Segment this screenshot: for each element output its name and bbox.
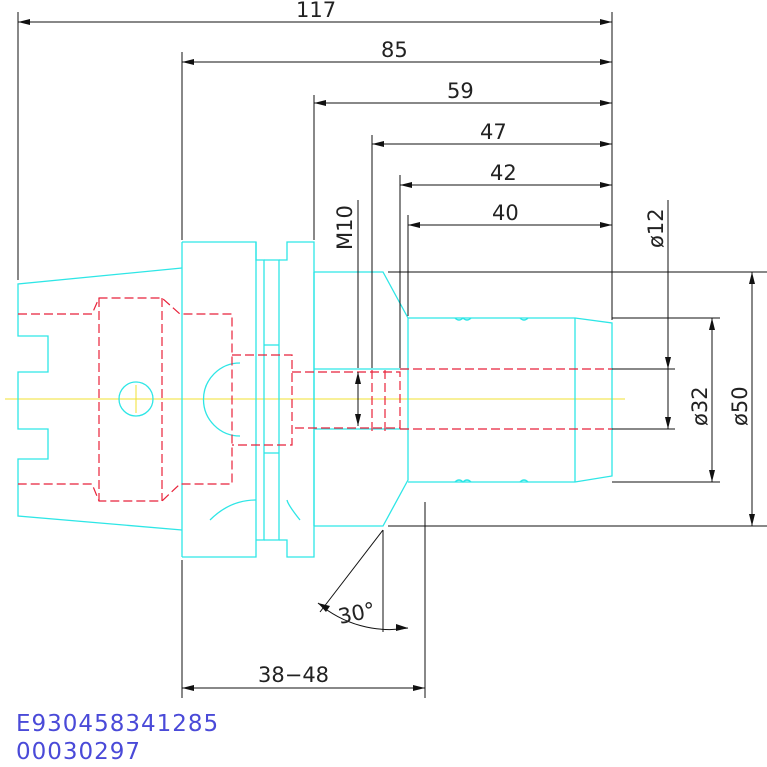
hidden-lines: [18, 297, 612, 502]
dia-12-label: ø12: [644, 208, 668, 248]
part-code-2: 00030297: [16, 739, 142, 765]
dim-42-label: 42: [490, 161, 517, 185]
range-38-48-label: 38−48: [258, 663, 329, 687]
dimension-lines: [17, 12, 767, 698]
dim-47-label: 47: [480, 120, 507, 144]
dim-117-label: 117: [296, 0, 336, 22]
dim-40-label: 40: [492, 201, 519, 225]
part-code-1: E930458341285: [16, 711, 220, 737]
part-outline: [17, 241, 613, 558]
dia-32-label: ø32: [688, 386, 712, 426]
dim-59-label: 59: [447, 79, 474, 103]
dia-50-label: ø50: [728, 386, 752, 426]
angle-30-label: 30°: [336, 598, 377, 629]
dim-85-label: 85: [381, 38, 408, 62]
thread-m10-label: M10: [333, 205, 357, 250]
